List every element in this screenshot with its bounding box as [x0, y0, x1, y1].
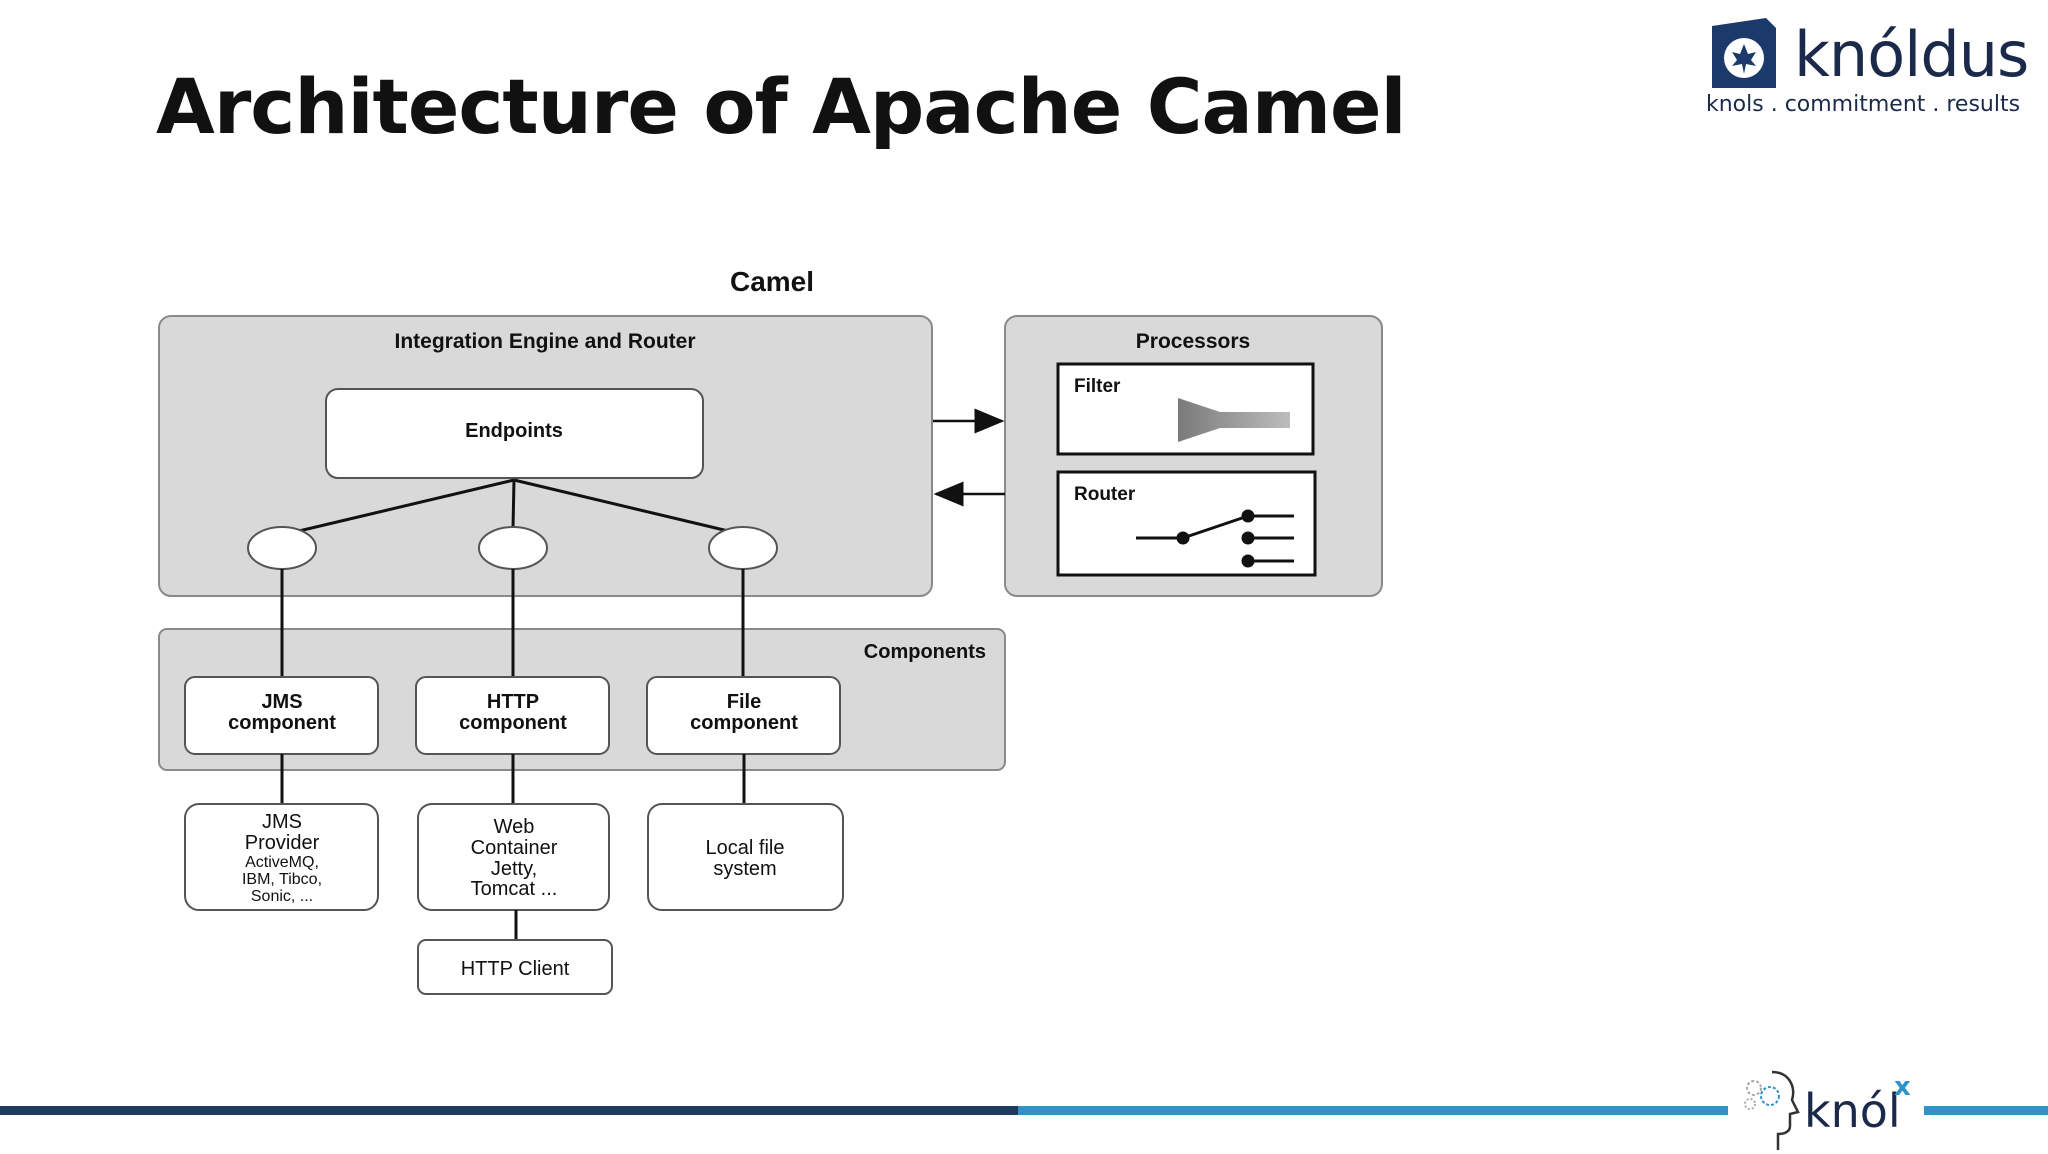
router-box: [1056, 470, 1317, 577]
knolx-wordmark: knól: [1804, 1084, 1901, 1138]
connector-line: [513, 478, 746, 537]
connector-line: [281, 478, 515, 537]
local-file-system-box: [647, 803, 844, 911]
router-label: Router: [1074, 484, 1136, 505]
web-container-line-4: Tomcat ...: [471, 878, 558, 900]
web-container-line-2: Container: [471, 837, 558, 859]
knoldus-wordmark: knóldus: [1794, 18, 2029, 91]
jms-provider-box: [184, 803, 379, 911]
footer-bar-light: [1018, 1106, 2048, 1115]
slide-title: Architecture of Apache Camel: [156, 62, 1407, 151]
endpoints-box: [325, 388, 704, 479]
router-switch-icon: [1136, 509, 1294, 568]
knoldus-tagline: knols . commitment . results: [1706, 92, 2021, 117]
knolx-logo: knól x: [1728, 1050, 1924, 1152]
http-component-line-1: HTTP: [487, 691, 539, 713]
endpoints-label: Endpoints: [465, 420, 563, 442]
connector-line: [511, 479, 516, 529]
http-client-box: [417, 939, 613, 995]
jms-provider-line-3: ActiveMQ,: [245, 854, 319, 871]
jms-component-line-2: component: [228, 712, 336, 734]
diagram-title: Camel: [730, 266, 814, 297]
local-file-line-2: system: [713, 858, 776, 880]
jms-component-line-1: JMS: [261, 691, 302, 713]
filter-label: Filter: [1074, 376, 1121, 397]
http-client-label: HTTP Client: [461, 958, 570, 980]
jms-provider-line-2: Provider: [245, 832, 320, 854]
web-container-box: [417, 803, 610, 911]
knolx-superscript: x: [1894, 1072, 1911, 1102]
endpoint-circle-jms: [247, 526, 317, 570]
local-file-line-1: Local file: [706, 837, 785, 859]
knoldus-badge-icon: [1712, 18, 1776, 88]
jms-provider-line-4: IBM, Tibco,: [242, 871, 322, 888]
filter-funnel-icon: [1178, 398, 1290, 442]
http-component-line-2: component: [459, 712, 567, 734]
head-gears-icon: [1744, 1070, 1800, 1150]
footer-bar-dark: [0, 1106, 1018, 1115]
components-label: Components: [864, 641, 986, 663]
processors-label: Processors: [1136, 330, 1250, 353]
web-container-line-1: Web: [494, 816, 535, 838]
web-container-line-3: Jetty,: [491, 858, 537, 880]
integration-engine-label: Integration Engine and Router: [394, 330, 695, 353]
file-component-line-2: component: [690, 712, 798, 734]
endpoint-circle-file: [708, 526, 778, 570]
file-component-line-1: File: [727, 691, 761, 713]
jms-provider-line-5: Sonic, ...: [251, 888, 313, 905]
jms-provider-line-1: JMS: [262, 811, 302, 833]
endpoint-circle-http: [478, 526, 548, 570]
knoldus-logo: knóldus knols . commitment . results: [1700, 14, 2030, 124]
